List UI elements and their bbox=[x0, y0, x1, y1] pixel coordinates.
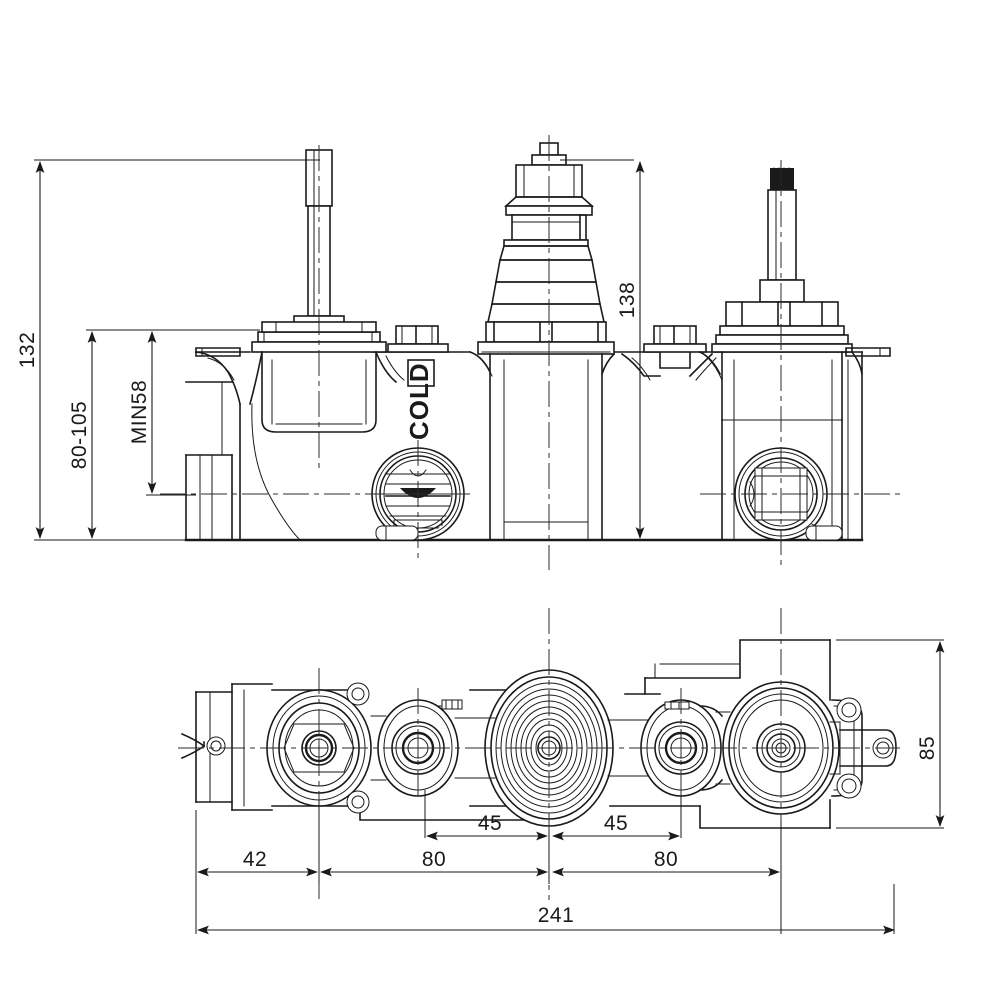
plan-dimensions: 42 80 80 45 45 bbox=[195, 639, 945, 935]
dim-value-132: 132 bbox=[16, 332, 39, 369]
dim-value-138: 138 bbox=[616, 282, 639, 319]
dim-241: 241 bbox=[197, 884, 895, 935]
dim-80-left: 80 bbox=[320, 848, 548, 877]
dim-45-left: 45 bbox=[426, 812, 548, 841]
left-casting-fillets bbox=[185, 350, 405, 541]
dim-value-45-right: 45 bbox=[604, 812, 628, 835]
dim-80-right: 80 bbox=[552, 848, 780, 877]
right-bolt-pair bbox=[643, 325, 707, 353]
plan-centerlines bbox=[178, 608, 900, 900]
dim-value-80-right: 80 bbox=[654, 848, 678, 871]
dim-value-80-105: 80-105 bbox=[68, 401, 91, 469]
right-bottom-boss bbox=[805, 525, 843, 541]
plan-view: 42 80 80 45 45 bbox=[178, 608, 945, 935]
elevation-dimensions: 132 80-105 MIN58 138 bbox=[16, 159, 645, 541]
dim-value-80-left: 80 bbox=[422, 848, 446, 871]
dim-min-depth-58: MIN58 bbox=[128, 331, 157, 494]
cold-label-text: COLD bbox=[404, 362, 434, 440]
dim-42: 42 bbox=[197, 848, 318, 877]
dim-85: 85 bbox=[916, 641, 945, 827]
dim-value-42: 42 bbox=[243, 848, 267, 871]
dim-cartridge-height-138: 138 bbox=[616, 161, 645, 539]
dim-value-45-left: 45 bbox=[478, 812, 502, 835]
left-bottom-boss bbox=[375, 525, 419, 541]
plan-connector-bridges bbox=[370, 705, 731, 791]
dim-value-241: 241 bbox=[538, 904, 575, 927]
cold-marking: COLD bbox=[404, 359, 435, 440]
dim-overall-height-132: 132 bbox=[16, 161, 45, 539]
elevation-centerlines bbox=[160, 135, 900, 570]
left-mount-ear bbox=[195, 347, 241, 357]
dim-value-min58: MIN58 bbox=[128, 380, 151, 444]
dim-value-85: 85 bbox=[916, 736, 939, 760]
left-bolt-pair bbox=[387, 325, 449, 353]
dim-45-right: 45 bbox=[552, 812, 680, 841]
front-elevation-view: COLD bbox=[16, 135, 900, 570]
dim-mount-depth-80-105: 80-105 bbox=[68, 331, 97, 539]
right-valve-stem-assembly bbox=[698, 167, 891, 541]
